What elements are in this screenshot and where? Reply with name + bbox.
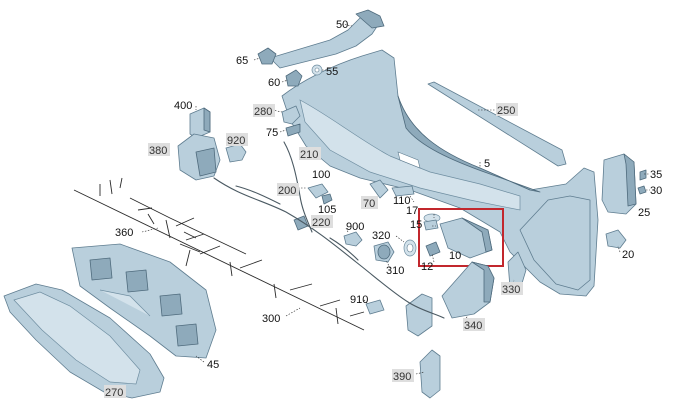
label-220[interactable]: 220 <box>312 217 330 229</box>
label-250[interactable]: 250 <box>497 105 515 117</box>
panel-10-part[interactable] <box>439 217 493 259</box>
label-910[interactable]: 910 <box>350 294 368 306</box>
bracket-280-part[interactable] <box>281 105 301 125</box>
wiring-harness-300-part[interactable] <box>213 177 445 319</box>
clip-100-part[interactable] <box>307 183 329 199</box>
clip-65-part[interactable] <box>257 47 277 65</box>
highlight-box <box>418 208 504 267</box>
label-70[interactable]: 70 <box>363 198 375 210</box>
bracket-390-part[interactable] <box>419 349 441 399</box>
part-labels: 50 65 55 60 400 280 250 75 920 380 210 5… <box>104 19 662 399</box>
label-920[interactable]: 920 <box>227 135 245 147</box>
bracket-25-part[interactable] <box>601 153 637 215</box>
label-15[interactable]: 15 <box>410 219 422 231</box>
label-55[interactable]: 55 <box>326 66 338 78</box>
screw-35-part[interactable] <box>639 169 647 181</box>
cover-340-part[interactable] <box>441 261 495 319</box>
screw-30-part[interactable] <box>637 185 647 195</box>
label-360[interactable]: 360 <box>115 227 133 239</box>
mounting-rail-part[interactable] <box>269 9 385 69</box>
label-280[interactable]: 280 <box>254 106 272 118</box>
ring-320-part[interactable] <box>403 239 417 257</box>
control-unit-400-part[interactable] <box>189 107 211 139</box>
label-900[interactable]: 900 <box>346 221 364 233</box>
label-340[interactable]: 340 <box>464 320 482 332</box>
label-330[interactable]: 330 <box>502 284 520 296</box>
label-270[interactable]: 270 <box>105 387 123 399</box>
skid-plate-270-part[interactable] <box>3 283 165 399</box>
sensor-900-part[interactable] <box>343 231 363 247</box>
bracket-harness-end-part[interactable] <box>405 293 433 337</box>
sensor-310-part[interactable] <box>373 241 395 263</box>
clip-15-part[interactable] <box>423 219 439 231</box>
cable-210-part[interactable] <box>283 141 313 233</box>
label-300[interactable]: 300 <box>262 313 280 325</box>
label-20[interactable]: 20 <box>622 249 634 261</box>
label-310[interactable]: 310 <box>386 265 404 277</box>
label-200[interactable]: 200 <box>278 185 296 197</box>
bracket-70-part[interactable] <box>369 179 389 199</box>
trim-strip-part[interactable] <box>427 81 567 167</box>
clip-110-part[interactable] <box>391 185 415 197</box>
label-100[interactable]: 100 <box>312 169 330 181</box>
bracket-380-part[interactable] <box>177 133 221 181</box>
lower-bracket-45-part[interactable] <box>71 243 217 359</box>
connector-910-part[interactable] <box>365 299 385 315</box>
label-45[interactable]: 45 <box>207 359 219 371</box>
label-12[interactable]: 12 <box>421 261 433 273</box>
label-60[interactable]: 60 <box>268 77 280 89</box>
label-320[interactable]: 320 <box>372 230 390 242</box>
clip-60-part[interactable] <box>285 69 303 87</box>
label-110[interactable]: 110 <box>393 195 411 207</box>
label-400[interactable]: 400 <box>174 100 192 112</box>
clip-55-part[interactable] <box>311 64 323 76</box>
label-35[interactable]: 35 <box>650 169 662 181</box>
label-380[interactable]: 380 <box>149 145 167 157</box>
label-17[interactable]: 17 <box>406 205 418 217</box>
label-50[interactable]: 50 <box>336 19 348 31</box>
screw-105-part[interactable] <box>321 193 333 205</box>
label-75[interactable]: 75 <box>266 127 278 139</box>
harness-layout-360-part[interactable] <box>73 177 365 331</box>
label-210[interactable]: 210 <box>300 149 318 161</box>
label-25[interactable]: 25 <box>638 207 650 219</box>
label-65[interactable]: 65 <box>236 55 248 67</box>
clip-12-part[interactable] <box>425 241 441 257</box>
clip-20-part[interactable] <box>605 229 627 249</box>
label-30[interactable]: 30 <box>650 185 662 197</box>
bolt-75-part[interactable] <box>285 123 301 137</box>
label-390[interactable]: 390 <box>393 371 411 383</box>
label-10[interactable]: 10 <box>449 250 461 262</box>
label-105[interactable]: 105 <box>318 204 336 216</box>
bumper-cover-part[interactable] <box>281 49 599 297</box>
label-5[interactable]: 5 <box>484 158 490 170</box>
